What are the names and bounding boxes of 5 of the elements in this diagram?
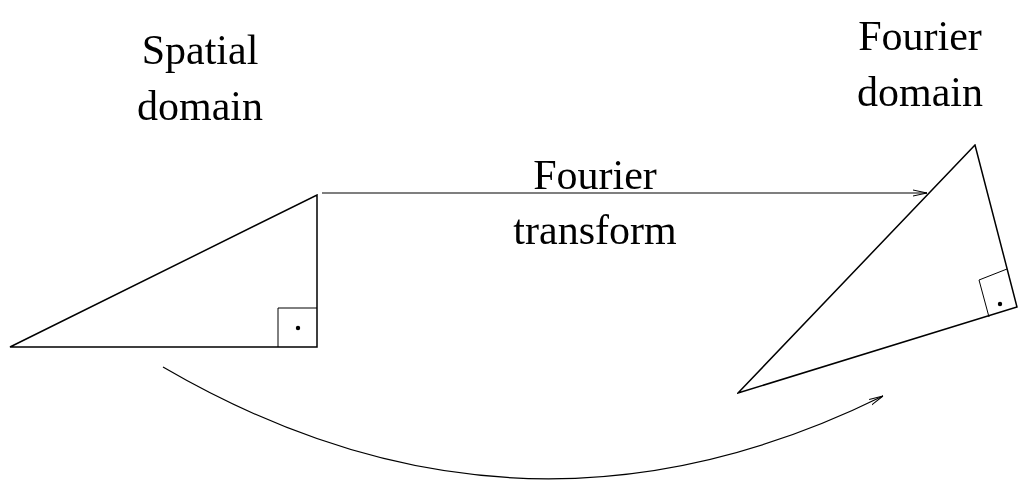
arrow bbox=[162, 366, 884, 479]
domain-heading: Spatial domain bbox=[136, 26, 264, 131]
domain-heading: Fourier domain bbox=[856, 12, 984, 117]
arrow bbox=[321, 189, 928, 197]
edge-label: Fourier transform bbox=[512, 151, 678, 255]
